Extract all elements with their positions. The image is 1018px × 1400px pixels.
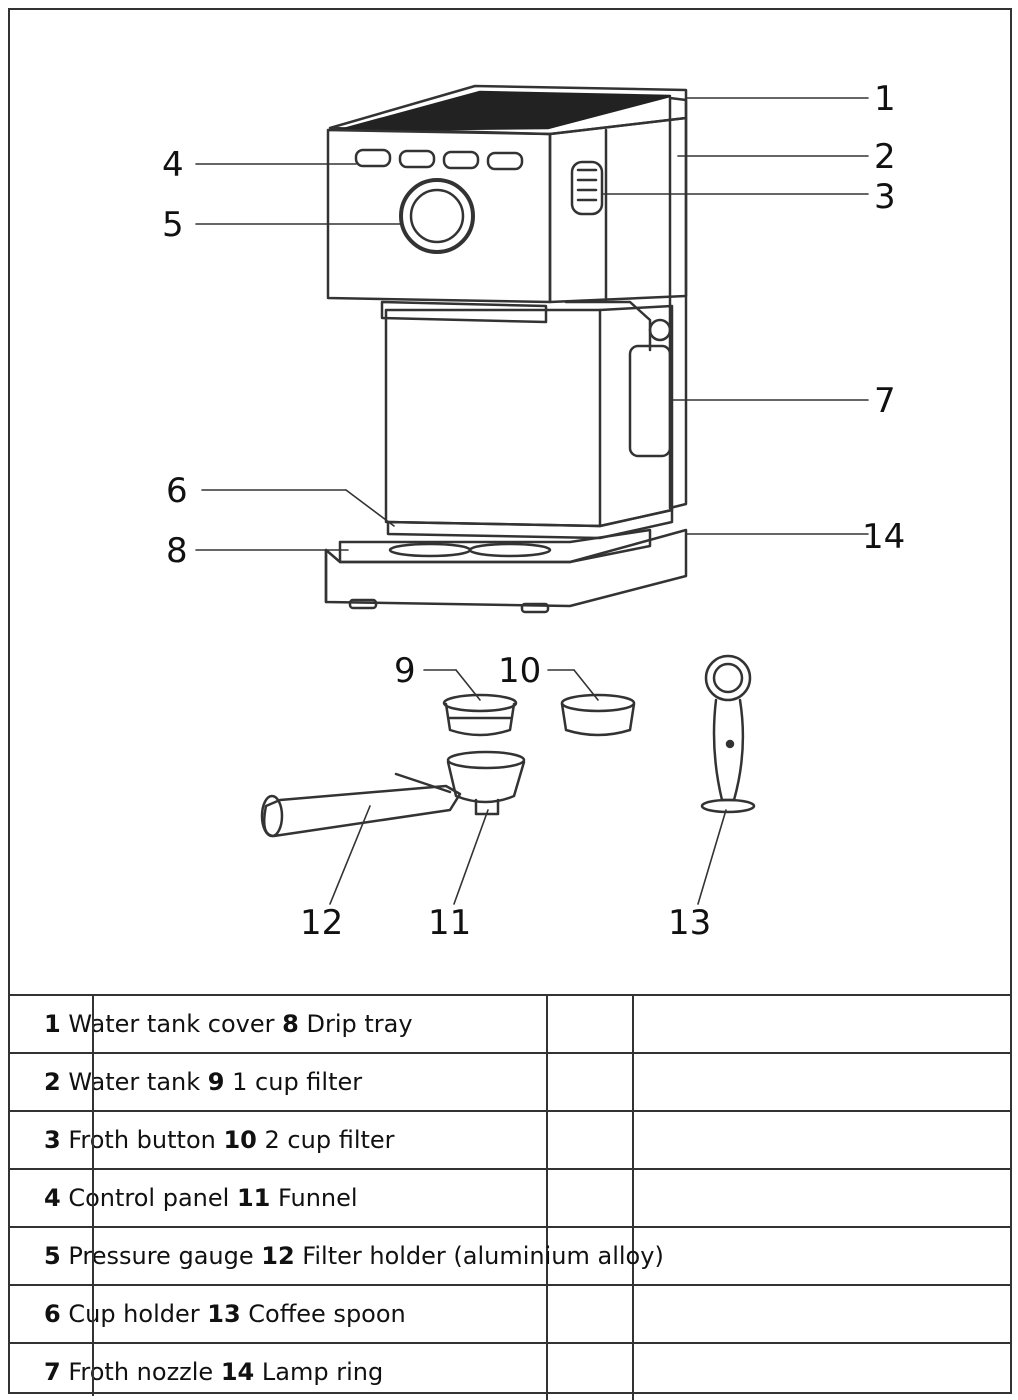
- part-name: Froth button: [68, 1126, 216, 1154]
- part-cell: 4 Control panel 11 Funnel: [10, 1168, 547, 1227]
- part-number: 1: [44, 1010, 61, 1038]
- table-row: 6 Cup holder 13 Coffee spoon: [10, 1284, 1010, 1343]
- callout-14: 14: [862, 517, 905, 557]
- callout-5: 5: [162, 205, 184, 245]
- part-cell: 5 Pressure gauge 12 Filter holder (alumi…: [10, 1226, 664, 1285]
- callout-3: 3: [874, 177, 896, 217]
- part-name: 1 cup filter: [232, 1068, 363, 1096]
- part-name: Lamp ring: [261, 1358, 384, 1386]
- empty-cell: [546, 1284, 633, 1343]
- callout-10: 10: [498, 651, 541, 691]
- callout-7: 7: [874, 381, 896, 421]
- part-number: 8: [282, 1010, 299, 1038]
- leader-lines: [195, 97, 869, 905]
- part-name: Funnel: [278, 1184, 358, 1212]
- callout-8: 8: [166, 531, 188, 571]
- part-name: Filter holder (aluminium alloy): [302, 1242, 664, 1270]
- manual-frame: 1 2 3 4 5 6 7 8 9 10 11 12 13 14 1 Water…: [8, 8, 1012, 1400]
- callout-4: 4: [162, 145, 184, 185]
- part-number: 12: [261, 1242, 295, 1270]
- part-name: Froth nozzle: [68, 1358, 214, 1386]
- table-row: 2 Water tank 9 1 cup filter: [10, 1052, 1010, 1111]
- table-row: 4 Control panel 11 Funnel: [10, 1168, 1010, 1227]
- empty-cell: [546, 1052, 633, 1111]
- callout-6: 6: [166, 471, 188, 511]
- empty-cell: [632, 994, 1010, 1053]
- table-row: 5 Pressure gauge 12 Filter holder (alumi…: [10, 1226, 1010, 1285]
- part-cell: 7 Froth nozzle 14 Lamp ring: [10, 1342, 547, 1400]
- empty-cell: [546, 1342, 633, 1400]
- empty-cell: [546, 1110, 633, 1169]
- callout-12: 12: [300, 903, 343, 943]
- callout-13: 13: [668, 903, 711, 943]
- part-number: 4: [44, 1184, 61, 1212]
- empty-cell: [632, 1168, 1010, 1227]
- part-cell: 3 Froth button 10 2 cup filter: [10, 1110, 547, 1169]
- callout-1: 1: [874, 79, 896, 119]
- part-cell: 6 Cup holder 13 Coffee spoon: [10, 1284, 547, 1343]
- empty-cell: [632, 1226, 1010, 1285]
- part-name: Coffee spoon: [248, 1300, 406, 1328]
- part-number: 13: [207, 1300, 241, 1328]
- part-name: Water tank: [68, 1068, 201, 1096]
- part-number: 3: [44, 1126, 61, 1154]
- part-cell: 1 Water tank cover 8 Drip tray: [10, 994, 547, 1053]
- part-number: 6: [44, 1300, 61, 1328]
- empty-cell: [632, 1110, 1010, 1169]
- empty-cell: [632, 1342, 1010, 1400]
- table-row: 7 Froth nozzle 14 Lamp ring: [10, 1342, 1010, 1400]
- callout-2: 2: [874, 137, 896, 177]
- table-divider: [92, 994, 94, 1396]
- table-row: 1 Water tank cover 8 Drip tray: [10, 994, 1010, 1053]
- part-number: 9: [207, 1068, 225, 1096]
- part-number: 14: [220, 1358, 255, 1386]
- part-number: 10: [223, 1126, 257, 1154]
- part-name: Water tank cover: [68, 1010, 275, 1038]
- empty-cell: [632, 1284, 1010, 1343]
- part-name: Control panel: [68, 1184, 230, 1212]
- empty-cell: [546, 1168, 633, 1227]
- part-cell: 2 Water tank 9 1 cup filter: [10, 1052, 547, 1111]
- callout-11: 11: [428, 903, 471, 943]
- part-name: 2 cup filter: [264, 1126, 395, 1154]
- accessories: [260, 654, 756, 838]
- part-number: 2: [44, 1068, 61, 1096]
- callout-numbers: 1 2 3 4 5 6 7 8 9 10 11 12 13 14: [162, 79, 905, 943]
- empty-cell: [546, 994, 633, 1053]
- part-name: Pressure gauge: [68, 1242, 254, 1270]
- table-row: 3 Froth button 10 2 cup filter: [10, 1110, 1010, 1169]
- part-name: Cup holder: [68, 1300, 200, 1328]
- callout-9: 9: [394, 651, 416, 691]
- part-number: 7: [44, 1358, 61, 1386]
- part-number: 11: [236, 1184, 271, 1212]
- empty-cell: [546, 1226, 633, 1285]
- part-number: 5: [44, 1242, 61, 1270]
- part-name: Drip tray: [306, 1010, 413, 1038]
- empty-cell: [632, 1052, 1010, 1111]
- machine-body: [324, 84, 688, 614]
- espresso-machine-diagram: 1 2 3 4 5 6 7 8 9 10 11 12 13 14: [162, 79, 905, 943]
